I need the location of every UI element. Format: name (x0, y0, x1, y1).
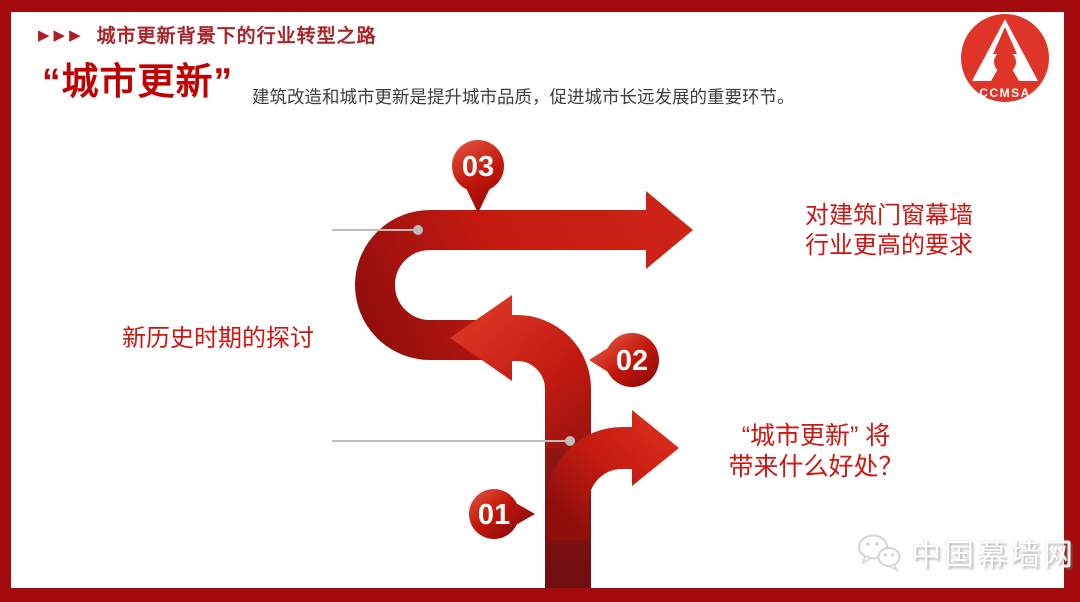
arrow-bottom-branch (547, 410, 679, 540)
watermark: 中国幕墙网 (856, 530, 1076, 574)
leader-dot (413, 225, 423, 235)
header-row: ▶▶▶ 城市更新背景下的行业转型之路 (38, 21, 377, 48)
slide-panel (11, 12, 1064, 588)
label-right-bottom-line1: “城市更新” 将 (741, 422, 891, 450)
label-right-bottom: “城市更新” 将 带来什么好处？ (714, 421, 918, 482)
triple-arrow-icon: ▶▶▶ (38, 27, 85, 44)
leader-line-bottom (332, 436, 575, 446)
arrow-middle-left (450, 295, 591, 482)
label-left: 新历史时期的探讨 (122, 325, 314, 352)
label-right-top: 对建筑门窗幕墙 行业更高的要求 (788, 201, 990, 261)
page-subtitle: 建筑改造和城市更新是提升城市品质，促进城市长远发展的重要环节。 (252, 87, 795, 107)
arrow-top-s (354, 191, 693, 360)
page-title: “城市更新” (42, 61, 233, 102)
label-right-bottom-line2: 带来什么好处？ (728, 452, 904, 481)
badge-02-number: 02 (616, 345, 648, 377)
badge-02: 02 (589, 333, 659, 387)
arrow-head-left (450, 295, 512, 381)
logo-abbr-text: CCMSA (979, 86, 1031, 100)
logo-inner-apex (993, 27, 1017, 54)
arrow-head-right-top (646, 191, 693, 269)
logo-inner-circle (994, 51, 1016, 73)
label-right-top-line1: 对建筑门窗幕墙 (805, 202, 973, 229)
badge-01-number: 01 (478, 499, 510, 531)
leader-dot (565, 436, 575, 446)
logo-plumb-bob (991, 69, 1019, 81)
ccmsa-logo: CCMSA (961, 14, 1049, 102)
arrow-head-right-bottom (632, 410, 679, 486)
badge-03-number: 03 (462, 151, 494, 183)
wechat-icon (858, 534, 901, 572)
kicker-title: 城市更新背景下的行业转型之路 (96, 26, 377, 47)
leader-line-top (332, 225, 423, 235)
badge-03: 03 (452, 140, 504, 213)
badge-01: 01 (469, 489, 535, 539)
watermark-text: 中国幕墙网 (911, 539, 1076, 572)
label-right-top-line2: 行业更高的要求 (805, 232, 973, 259)
